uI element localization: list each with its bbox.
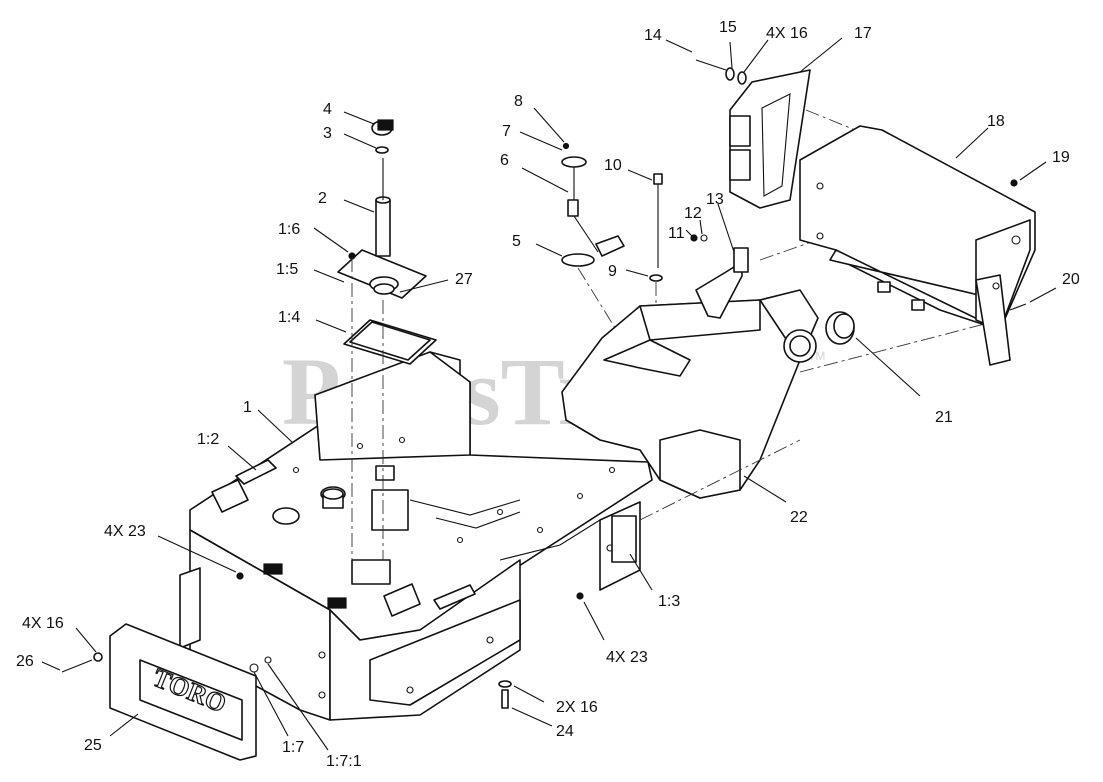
sender-plate-part-6 — [561, 156, 587, 168]
callout-12: 12 — [684, 205, 702, 222]
callout-2x16: 2X 16 — [556, 699, 598, 716]
grommet-part-9 — [649, 274, 663, 282]
callout-20: 20 — [1062, 271, 1080, 288]
callout-1-5: 1:5 — [276, 261, 298, 278]
screw-part-19 — [1010, 179, 1018, 187]
callout-1-7: 1:7 — [282, 739, 304, 756]
callout-4x16-top: 4X 16 — [766, 25, 808, 42]
callout-4x23-right: 4X 23 — [606, 649, 648, 666]
tank-bracket-part-17 — [695, 59, 881, 209]
bolt-part-23-right — [576, 592, 584, 600]
callout-15: 15 — [719, 19, 737, 36]
callout-14: 14 — [644, 27, 662, 44]
washer-part-12 — [700, 234, 708, 242]
clamp-part-13 — [733, 247, 749, 273]
bracket-part-1-3 — [611, 515, 637, 563]
callout-10: 10 — [604, 157, 622, 174]
callout-4: 4 — [323, 101, 332, 118]
bolt-part-20 — [1009, 303, 1027, 311]
callout-22: 22 — [790, 509, 808, 526]
callout-3: 3 — [323, 125, 332, 142]
leader-lines — [41, 37, 1057, 751]
washer-part-16-bottom — [498, 680, 512, 688]
fuel-sender-assembly — [561, 142, 663, 376]
fuel-tank-part-22 — [561, 189, 1001, 521]
gasket-part-5 — [561, 253, 595, 267]
bolt-part-14 — [695, 59, 727, 71]
sender-float — [595, 235, 625, 257]
tube-part-2 — [375, 199, 391, 257]
callout-11: 11 — [668, 225, 685, 242]
callout-18: 18 — [987, 113, 1005, 130]
mount-bracket-part-18 — [799, 125, 1036, 366]
callout-27: 27 — [455, 271, 473, 288]
bolt-part-23-left — [236, 572, 244, 580]
callout-1-7-1: 1:7:1 — [326, 753, 362, 770]
callout-1-2: 1:2 — [197, 431, 219, 448]
callout-1-4: 1:4 — [278, 309, 300, 326]
callout-1-3: 1:3 — [658, 593, 680, 610]
callout-13: 13 — [706, 191, 724, 208]
callout-6: 6 — [500, 152, 509, 169]
callout-1-6: 1:6 — [278, 221, 300, 238]
callout-2: 2 — [318, 190, 327, 207]
screw-part-8 — [562, 142, 570, 150]
callout-19: 19 — [1052, 149, 1070, 166]
callout-17: 17 — [854, 25, 872, 42]
callout-25: 25 — [84, 737, 102, 754]
bolt-part-24 — [501, 689, 509, 709]
callout-24: 24 — [556, 723, 574, 740]
bolt-part-26 — [61, 659, 93, 673]
callout-21: 21 — [935, 409, 953, 426]
callout-8: 8 — [514, 93, 523, 110]
fill-plate-assembly — [337, 119, 437, 560]
bumper-part-25: TORO — [61, 623, 257, 761]
callout-4x23-left: 4X 23 — [104, 523, 146, 540]
bolt-part-11 — [690, 234, 698, 242]
frame-part-1 — [179, 351, 653, 721]
callout-4x16-left: 4X 16 — [22, 615, 64, 632]
callout-26: 26 — [16, 653, 34, 670]
spacer-part-1-7-1 — [264, 656, 272, 664]
callout-1: 1 — [243, 399, 252, 416]
callout-9: 9 — [608, 263, 617, 280]
seal-part-3 — [375, 146, 389, 154]
callout-5: 5 — [512, 233, 521, 250]
callout-7: 7 — [502, 123, 511, 140]
washer-part-16-left — [93, 652, 103, 662]
washer-part-15 — [725, 67, 735, 81]
callout-labels: 4 3 2 1:6 1:5 27 1:4 1 1:2 8 7 6 5 10 9 … — [16, 19, 1080, 770]
